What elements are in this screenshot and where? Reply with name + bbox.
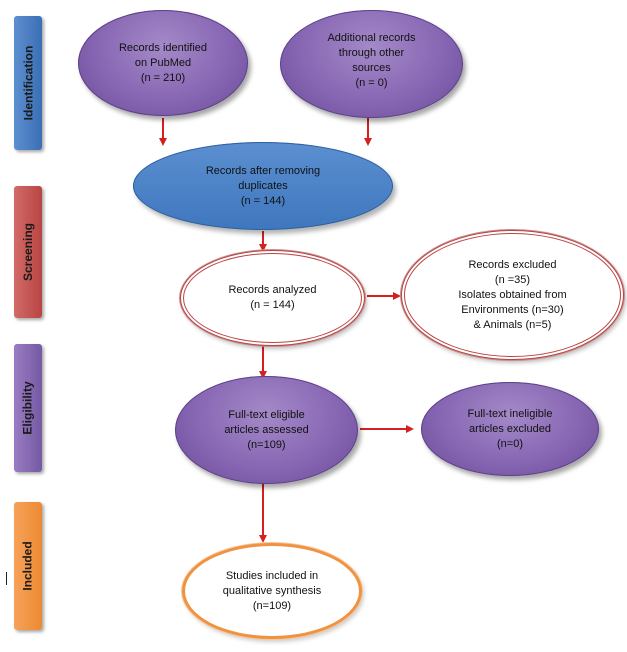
phase-included-text: Included	[21, 541, 35, 591]
node-text: qualitative synthesis	[222, 584, 322, 597]
node-text: Records analyzed	[228, 284, 317, 296]
node-text: (n=109)	[252, 599, 292, 612]
node-text: (n = 0)	[355, 77, 388, 89]
node-text: Studies included in	[225, 569, 319, 582]
node-studies-included: Studies included in qualitative synthesi…	[182, 543, 362, 639]
phase-screening-text: Screening	[21, 222, 35, 282]
node-text: (n=0)	[497, 437, 523, 450]
phase-identification-text: Identification	[21, 45, 36, 121]
node-text: & Animals (n=5)	[473, 319, 552, 331]
node-text: through other	[338, 47, 405, 59]
node-records-excluded: Records excluded (n =35) Isolates obtain…	[401, 230, 624, 360]
node-text: (n = 144)	[240, 194, 286, 207]
node-text: Full-text ineligible	[467, 407, 553, 420]
node-fulltext-assessed: Full-text eligible articles assessed (n=…	[175, 376, 358, 484]
node-text: on PubMed	[134, 56, 192, 69]
node-text: duplicates	[238, 179, 288, 192]
text-cursor	[6, 572, 7, 585]
node-records-pubmed: Records identified on PubMed (n = 210)	[78, 10, 248, 116]
node-text: Records after removing	[205, 164, 321, 177]
node-additional-records: Additional records through other sources…	[280, 10, 463, 118]
node-text: Additional records	[327, 32, 416, 44]
node-text: articles assessed	[224, 423, 309, 436]
node-text: (n =35)	[494, 274, 531, 286]
node-text: articles excluded	[469, 422, 551, 435]
node-records-after-duplicates: Records after removing duplicates (n = 1…	[133, 142, 393, 230]
node-text: Environments (n=30)	[461, 304, 564, 316]
phase-eligibility-text: Eligibility	[21, 381, 35, 435]
node-text: Records excluded	[468, 259, 557, 271]
node-text: (n=109)	[247, 438, 286, 451]
node-text: sources	[352, 62, 391, 74]
node-fulltext-excluded: Full-text ineligible articles excluded (…	[421, 382, 599, 476]
phase-included-label: Included	[14, 502, 42, 630]
phase-identification-label: Identification	[14, 16, 42, 150]
node-text: Full-text eligible	[228, 408, 305, 421]
node-text: (n = 144)	[250, 299, 295, 311]
node-text: Records identified	[118, 41, 208, 54]
phase-screening-label: Screening	[14, 186, 42, 318]
phase-eligibility-label: Eligibility	[14, 344, 42, 472]
node-text: (n = 210)	[140, 71, 186, 84]
node-text: Isolates obtained from	[458, 289, 567, 301]
node-records-analyzed: Records analyzed (n = 144)	[180, 250, 365, 346]
